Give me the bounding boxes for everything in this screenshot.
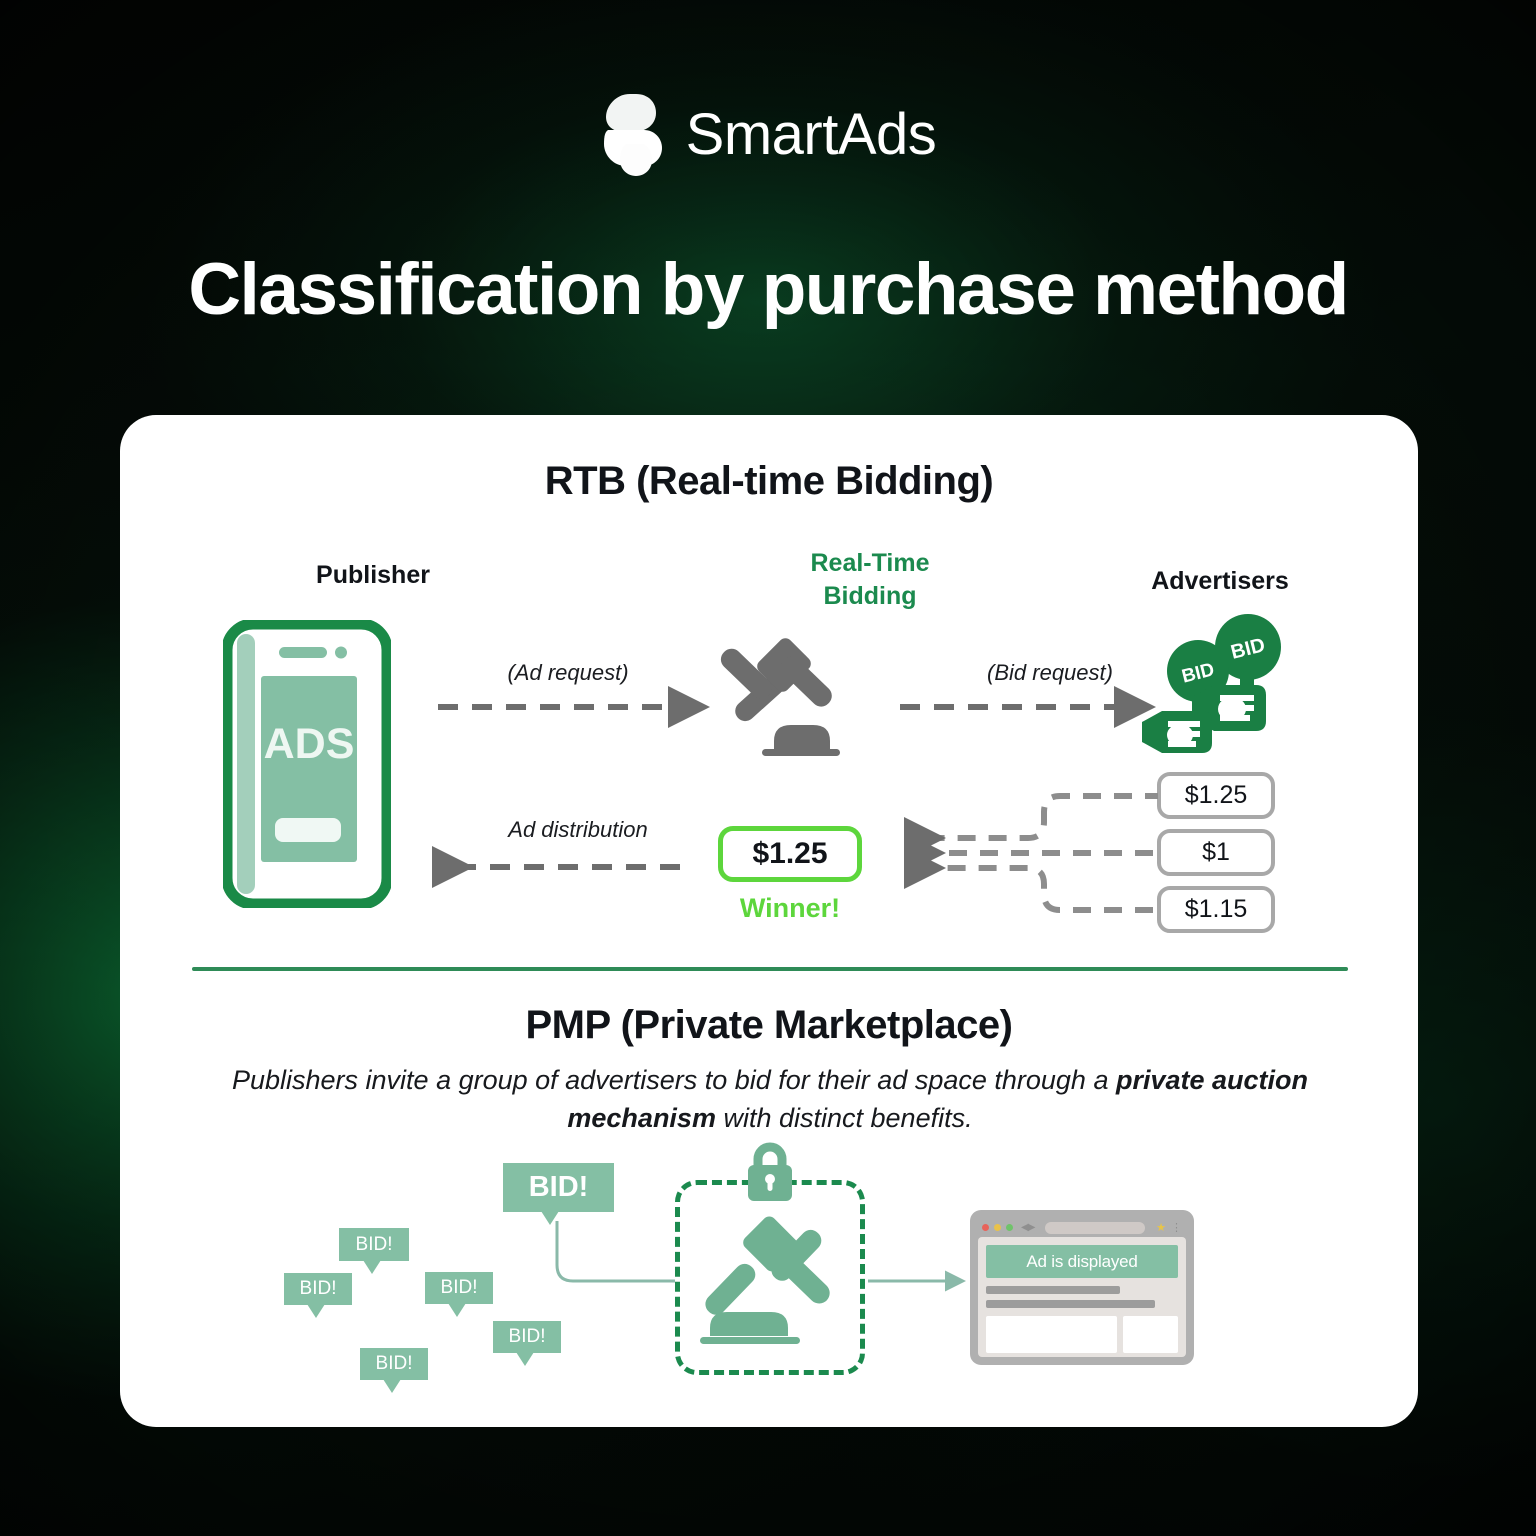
section-divider: [192, 967, 1348, 971]
bid-bubble: BID!: [493, 1321, 561, 1366]
brand-name: SmartAds: [685, 102, 937, 167]
bid-bubble: BID!: [339, 1228, 409, 1274]
window-close-dot-icon: [982, 1224, 989, 1231]
bid-bubble: BID!: [425, 1272, 493, 1317]
lock-icon: [742, 1141, 798, 1205]
browser-window: ◀▶ ★ ⋮ Ad is displayed: [970, 1210, 1194, 1365]
brand-header: SmartAds: [0, 92, 1536, 178]
pmp-desc-part1: Publishers invite a group of advertisers…: [231, 1065, 1116, 1095]
window-minimize-dot-icon: [994, 1224, 1001, 1231]
placeholder-text-line: [986, 1286, 1121, 1294]
placeholder-blocks: [986, 1316, 1178, 1353]
smartads-spark-logo-icon: [600, 92, 664, 178]
ad-request-label: (Ad request): [507, 660, 629, 685]
star-icon[interactable]: ★: [1156, 1222, 1166, 1234]
svg-text:ADS: ADS: [264, 720, 355, 768]
pmp-desc-part2: with distinct benefits.: [715, 1103, 973, 1134]
pmp-description: Publishers invite a group of advertisers…: [230, 1061, 1310, 1138]
advertisers-label: Advertisers: [1151, 567, 1289, 595]
page-title: Classification by purchase method: [188, 249, 1349, 330]
real-time-bidding-label: Real-Time Bidding: [740, 547, 1000, 613]
bid-paddle-hands-icon: BID BID: [1140, 611, 1296, 755]
bid-price-box: $1: [1157, 829, 1275, 876]
kebab-menu-icon[interactable]: ⋮: [1171, 1221, 1182, 1234]
pmp-section-heading: PMP (Private Marketplace): [525, 1003, 1013, 1047]
winner-caption: Winner!: [739, 893, 841, 923]
winner-amount-box: $1.25: [718, 826, 862, 882]
rtb-section-heading: RTB (Real-time Bidding): [544, 459, 994, 503]
publisher-phone-icon: ADS: [221, 618, 393, 910]
bid-price-box: $1.25: [1157, 772, 1275, 819]
window-maximize-dot-icon: [1006, 1224, 1013, 1231]
content-card: RTB (Real-time Bidding) Publisher Real-T…: [120, 415, 1418, 1427]
bid-price-box: $1.15: [1157, 886, 1275, 933]
bid-bubble: BID!: [284, 1273, 352, 1318]
rtb-label-line2: Bidding: [823, 582, 917, 610]
ad-distribution-label: Ad distribution: [508, 817, 648, 842]
nav-arrows-icon: ◀▶: [1021, 1222, 1035, 1233]
browser-toolbar: ◀▶ ★ ⋮: [978, 1218, 1186, 1237]
placeholder-block: [1123, 1316, 1178, 1353]
placeholder-text-line: [986, 1300, 1155, 1308]
rtb-label-line1: Real-Time: [810, 549, 930, 577]
rtb-gavel-icon: [716, 633, 866, 763]
placeholder-block: [986, 1316, 1118, 1353]
browser-url-bar[interactable]: [1045, 1221, 1146, 1234]
ad-banner: Ad is displayed: [986, 1245, 1178, 1278]
bid-bubble-primary: BID!: [503, 1163, 614, 1225]
pmp-gavel-icon: [692, 1210, 846, 1350]
publisher-label: Publisher: [316, 561, 430, 589]
bid-bubble: BID!: [360, 1348, 428, 1393]
browser-page-content: Ad is displayed: [978, 1237, 1186, 1357]
